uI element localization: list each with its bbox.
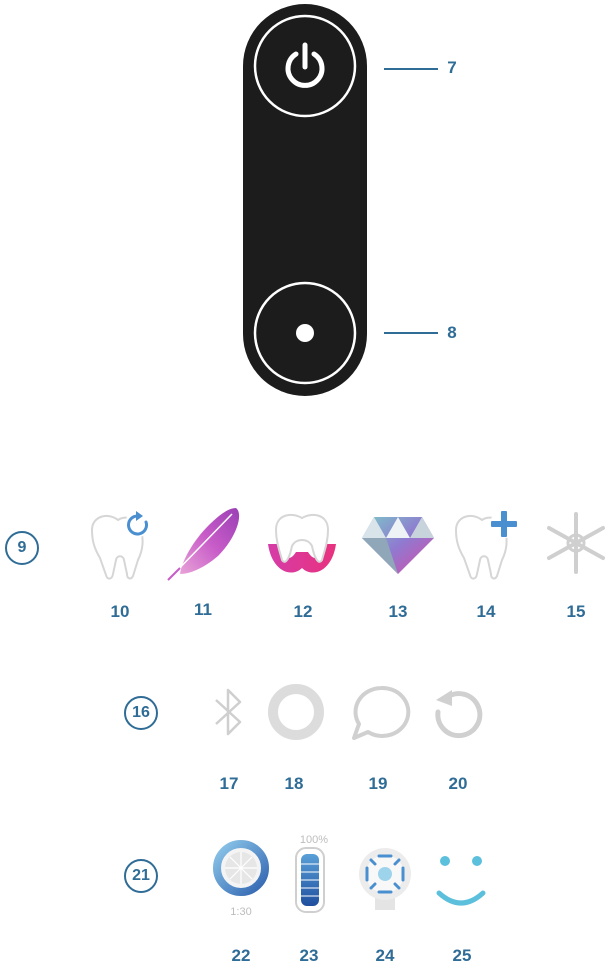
leader-line-8 (384, 332, 438, 334)
bluetooth-icon (215, 688, 242, 736)
label-18: 18 (284, 774, 304, 793)
label-24: 24 (375, 946, 395, 965)
device-illustration (243, 4, 367, 396)
feather-icon (167, 508, 240, 581)
replay-icon (435, 690, 483, 739)
group-label-9: 9 (5, 531, 39, 565)
gum-tooth-icon (268, 513, 336, 573)
label-13: 13 (388, 602, 408, 621)
diamond-icon (362, 517, 434, 574)
device-body (243, 4, 367, 396)
label-10: 10 (110, 602, 130, 621)
label-25: 25 (452, 946, 472, 965)
label-19: 19 (368, 774, 388, 793)
timer-caption: 1:30 (230, 906, 252, 918)
label-22: 22 (231, 946, 251, 965)
smiley-icon (436, 856, 486, 906)
battery-caption: 100% (299, 834, 329, 846)
tooth-plus-icon (454, 510, 518, 580)
label-20: 20 (448, 774, 468, 793)
ring-icon (268, 684, 324, 740)
row1-icons (90, 508, 605, 581)
label-17: 17 (219, 774, 239, 793)
group-label-16: 16 (124, 696, 158, 730)
speech-bubble-icon (352, 685, 411, 740)
power-icon (285, 42, 325, 88)
row3-icons (213, 840, 486, 913)
timer-icon (213, 840, 269, 896)
label-14: 14 (476, 602, 496, 621)
callout-8: 8 (447, 323, 457, 342)
row2-icons (215, 684, 483, 740)
dot-icon (296, 324, 314, 342)
leader-line-7 (384, 68, 438, 70)
label-12: 12 (293, 602, 313, 621)
label-23: 23 (299, 946, 319, 965)
group-label-21: 21 (124, 859, 158, 893)
label-15: 15 (566, 602, 586, 621)
label-11: 11 (194, 600, 212, 619)
brush-head-icon (359, 848, 411, 910)
callout-7: 7 (447, 58, 457, 77)
mode-button[interactable] (253, 281, 357, 385)
power-button[interactable] (253, 14, 357, 118)
tooth-refresh-icon (90, 511, 151, 580)
snowflake-icon (547, 512, 605, 574)
battery-icon (295, 847, 325, 913)
